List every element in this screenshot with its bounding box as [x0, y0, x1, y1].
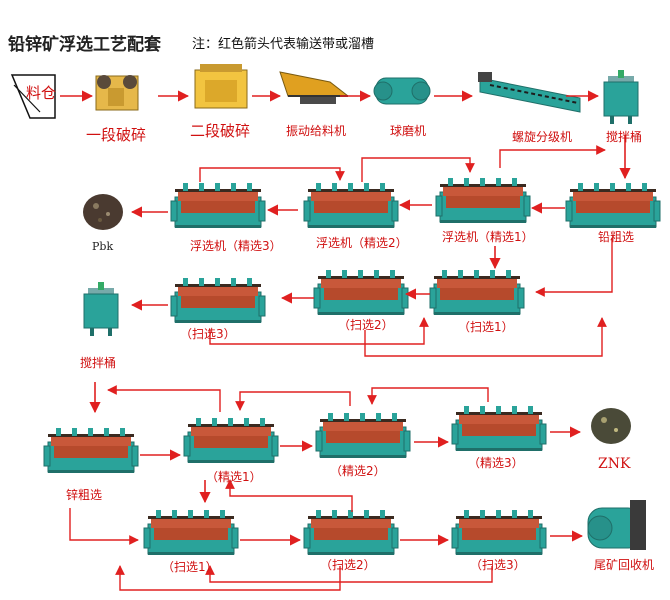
lead-cleaner-3-cell-icon	[170, 182, 266, 229]
tailings-recovery-machine-icon	[587, 500, 646, 550]
ball-mill-icon	[373, 77, 431, 105]
jaw-crusher-1-icon	[95, 75, 139, 111]
legend-note: 注：红色箭头代表输送带或溜槽	[192, 37, 375, 52]
lead-cleaner-3-label: 浮选机（精选3）	[190, 239, 282, 253]
lead-scavenger-1-cell-icon	[429, 269, 525, 316]
zinc-scavenger-1-label: （扫选1）	[162, 560, 218, 574]
lead-rougher-cell-icon	[565, 182, 661, 229]
classifier-label: 螺旋分级机	[512, 130, 573, 144]
zinc-scavenger-1-cell-icon	[143, 509, 239, 556]
crusher-1-label: 一段破碎	[86, 126, 147, 144]
lead-scavenger-2-cell-icon	[313, 269, 409, 316]
lead-cleaner-2-cell-icon	[303, 182, 399, 229]
ore-bin-icon	[10, 74, 56, 119]
zinc-cleaner-2-label: （精选2）	[330, 464, 386, 478]
zinc-rougher-label: 锌粗选	[66, 488, 103, 502]
zinc-scavenger-3-cell-icon	[451, 509, 547, 556]
zinc-cleaner-3-label: （精选3）	[468, 456, 524, 470]
lead-scavenger-3-cell-icon	[170, 277, 266, 324]
lead-cleaner-2-label: 浮选机（精选2）	[316, 236, 408, 250]
zinc-cleaner-1-cell-icon	[183, 417, 279, 464]
agitation-tank-2-icon	[83, 281, 119, 337]
zinc-scavenger-2-cell-icon	[303, 509, 399, 556]
page-title: 铅锌矿浮选工艺配套	[8, 35, 161, 55]
zinc-scavenger-3-label: （扫选3）	[470, 558, 526, 572]
lead-scavenger-3-label: （扫选3）	[180, 327, 236, 341]
zinc-cleaner-3-cell-icon	[451, 405, 547, 452]
zinc-cleaner-2-cell-icon	[315, 412, 411, 459]
zinc-rougher-cell-icon	[43, 427, 139, 474]
lead-rougher-label: 铅粗选	[598, 230, 635, 244]
zinc-scavenger-2-label: （扫选2）	[320, 558, 376, 572]
lead-concentrate-label: Pbk	[92, 240, 114, 253]
tailings-recovery-label: 尾矿回收机	[594, 558, 655, 572]
ore-bin-label: 料仓	[26, 84, 57, 102]
crusher-2-label: 二段破碎	[190, 122, 251, 140]
zinc-cleaner-1-label: （精选1）	[206, 470, 262, 484]
ball-mill-label: 球磨机	[390, 124, 427, 138]
vibrating-feeder-icon	[279, 71, 350, 104]
tank-2-label: 搅拌桶	[80, 356, 117, 370]
zinc-concentrate-label: ZNK	[598, 456, 631, 472]
jaw-crusher-2-icon	[194, 64, 248, 109]
lead-cleaner-1-label: 浮选机（精选1）	[442, 230, 534, 244]
lead-concentrate-icon	[83, 194, 123, 230]
lead-scavenger-1-label: （扫选1）	[458, 320, 514, 334]
agitation-tank-1-icon	[603, 69, 639, 125]
lead-cleaner-1-cell-icon	[435, 177, 531, 224]
tank-1-label: 搅拌桶	[606, 130, 643, 144]
feeder-label: 振动给料机	[286, 124, 347, 138]
zinc-concentrate-icon	[591, 408, 631, 444]
spiral-classifier-icon	[478, 72, 581, 113]
lead-scavenger-2-label: （扫选2）	[338, 318, 394, 332]
